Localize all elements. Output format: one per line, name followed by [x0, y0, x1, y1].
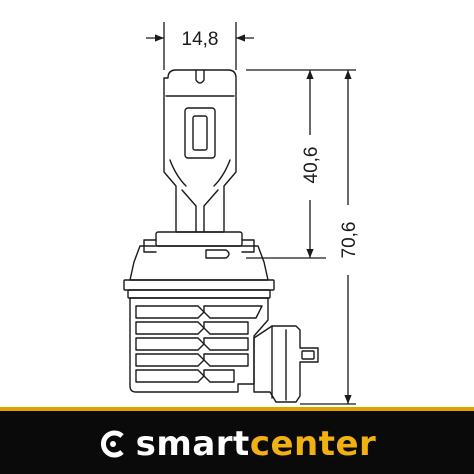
heatsink-fins [135, 305, 263, 383]
total-height-dimension [300, 70, 356, 405]
banner-accent-line [0, 407, 474, 411]
stem-groove-2 [203, 189, 219, 233]
led-chip [184, 107, 216, 159]
width-dimension-label: 14,8 [182, 29, 219, 50]
lens-height-label: 40,6 [301, 147, 322, 184]
led-bulb [123, 69, 319, 403]
width-dimension [146, 22, 254, 70]
heatsink-body [129, 297, 269, 393]
brand-wordmark: smartcenter [136, 427, 377, 461]
lens-height-dimension [246, 69, 356, 259]
brand-wordmark-part1: smart [135, 424, 250, 464]
brand-wordmark-part2: center [249, 424, 377, 464]
base-flange-body [129, 245, 269, 281]
locking-key [205, 249, 230, 259]
mounting-flange [123, 279, 275, 291]
mounting-flange-lower [127, 289, 271, 299]
bulb-head [163, 69, 237, 233]
base-collar [155, 231, 243, 247]
connector-housing [253, 325, 319, 403]
brand-c-icon [100, 430, 124, 458]
brand-banner: smartcenter [0, 407, 474, 474]
top-clip [195, 69, 205, 84]
head-side-curve-right [213, 159, 231, 187]
brand-logo: smartcenter [0, 419, 474, 469]
led-chip-inner [192, 115, 208, 151]
head-side-curve-left [169, 159, 187, 187]
total-height-label: 70,6 [339, 222, 360, 259]
stem-groove [181, 189, 197, 233]
connector-pin-slot [301, 350, 315, 360]
